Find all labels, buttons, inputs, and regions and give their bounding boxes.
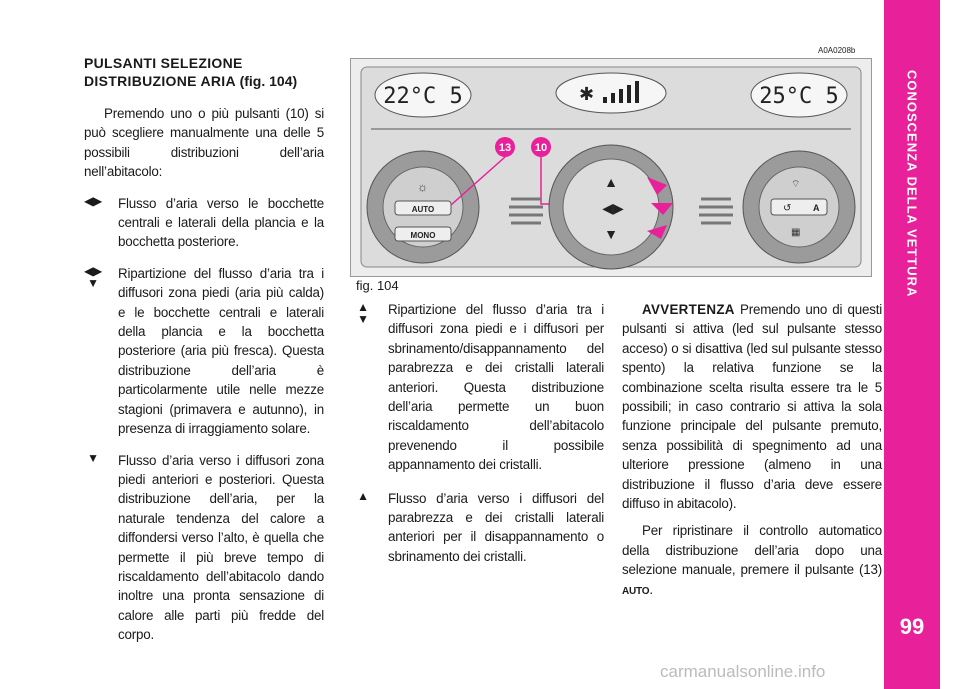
item-text: Flusso d’aria verso le bocchette central… <box>118 195 324 250</box>
press-indicator-arrows <box>647 177 673 239</box>
arrows-left-right-icon: ◀▶ <box>84 193 103 208</box>
item-text: Flusso d’aria verso i diffusori del para… <box>388 490 604 564</box>
callout-10-text: 10 <box>535 142 547 154</box>
figure-code: A0A0208b <box>818 46 856 55</box>
restore-auto-label: AUTO <box>622 585 650 597</box>
arrow-down-icon: ▼ <box>604 226 618 242</box>
item-text: Flusso d’aria verso i diffusori zona pie… <box>118 452 324 643</box>
restore-text: Per ripristinare il controllo automatico… <box>622 523 882 578</box>
page-number: 99 <box>899 614 925 639</box>
list-item: ▲ Flusso d’aria verso i diffusori del pa… <box>354 489 604 567</box>
fan-speed-bars <box>603 81 639 103</box>
recirculation-button-label: A <box>813 203 820 213</box>
vent-grille-left <box>509 197 543 225</box>
heading-fig-ref: (fig. 104) <box>239 73 298 89</box>
restore-paragraph: Per ripristinare il controllo automatico… <box>622 521 882 601</box>
fan-icon: ✱ <box>579 84 594 104</box>
arrow-up-icon: ▲ <box>604 174 618 190</box>
display-left <box>374 72 472 118</box>
warning-text: Premendo uno di questi pulsanti si attiv… <box>622 302 882 512</box>
heading-line2: DISTRIBUZIONE ARIA <box>84 73 236 89</box>
recirculation-icon: ↺ <box>783 203 791 214</box>
display-left-text: 22°C 5 <box>383 84 462 109</box>
auto-button <box>394 200 452 216</box>
list-item: ▼ Flusso d’aria verso i diffusori zona p… <box>84 451 324 645</box>
warning-label: AVVERTENZA <box>642 302 735 317</box>
heading-line1: PULSANTI SELEZIONE <box>84 55 243 71</box>
vent-grille-right <box>699 197 733 225</box>
callout-13-text: 13 <box>499 142 511 154</box>
warning-paragraph: AVVERTENZA Premendo uno di questi pulsan… <box>622 300 882 513</box>
section-heading: PULSANTI SELEZIONE DISTRIBUZIONE ARIA (f… <box>84 54 324 90</box>
display-right <box>750 72 848 118</box>
list-item: ◀▶ ▼ Ripartizione del flusso d’aria tra … <box>84 264 324 439</box>
recirculation-button <box>770 198 828 216</box>
sun-icon: ☼ <box>417 180 428 194</box>
arrow-down-icon: ▼ <box>84 450 99 465</box>
arrow-up-icon: ▲ <box>354 488 369 503</box>
right-column: AVVERTENZA Premendo uno di questi pulsan… <box>622 300 882 601</box>
mono-button <box>394 226 452 242</box>
item-text: Ripartizione del flusso d’aria tra i dif… <box>118 265 324 437</box>
list-item: ◀▶ Flusso d’aria verso le bocchette cent… <box>84 194 324 252</box>
figure-caption: fig. 104 <box>356 278 399 293</box>
arrows-up-down-icon: ▲ ▼ <box>354 300 369 326</box>
section-sidebar <box>884 0 940 689</box>
arrows-left-right-down-icon: ◀▶ ▼ <box>84 263 103 290</box>
auto-button-label: AUTO <box>412 205 435 214</box>
climate-panel-illustration: 22°C 5 25°C 5 ✱ AUTO MONO ☼ 13 10 <box>360 66 862 270</box>
arrows-left-right-icon: ◀▶ <box>602 200 624 216</box>
callout-10-badge <box>531 137 551 157</box>
footer-watermark: carmanualsonline.info <box>660 662 826 681</box>
item-text: Ripartizione del flusso d’aria tra i dif… <box>388 302 604 473</box>
left-column: PULSANTI SELEZIONE DISTRIBUZIONE ARIA (f… <box>84 54 324 645</box>
restore-end: . <box>649 581 653 597</box>
sidebar-title-text: CONOSCENZA DELLA VETTURA <box>904 70 920 298</box>
middle-column: ▲ ▼ Ripartizione del flusso d’aria tra i… <box>354 300 604 566</box>
front-defrost-icon: ⌔ <box>791 179 800 190</box>
display-right-text: 25°C 5 <box>759 84 838 109</box>
callout-13-leader <box>450 156 506 206</box>
intro-paragraph: Premendo uno o più pulsanti (10) si può … <box>84 106 324 180</box>
callout-13-badge <box>495 137 515 157</box>
climate-control-figure: 22°C 5 25°C 5 ✱ AUTO MONO ☼ 13 10 <box>350 58 872 277</box>
mono-button-label: MONO <box>411 231 436 240</box>
rear-defrost-icon: ▦ <box>791 227 800 238</box>
list-item: ▲ ▼ Ripartizione del flusso d’aria tra i… <box>354 300 604 475</box>
sidebar-title: CONOSCENZA DELLA VETTURA <box>890 40 934 400</box>
